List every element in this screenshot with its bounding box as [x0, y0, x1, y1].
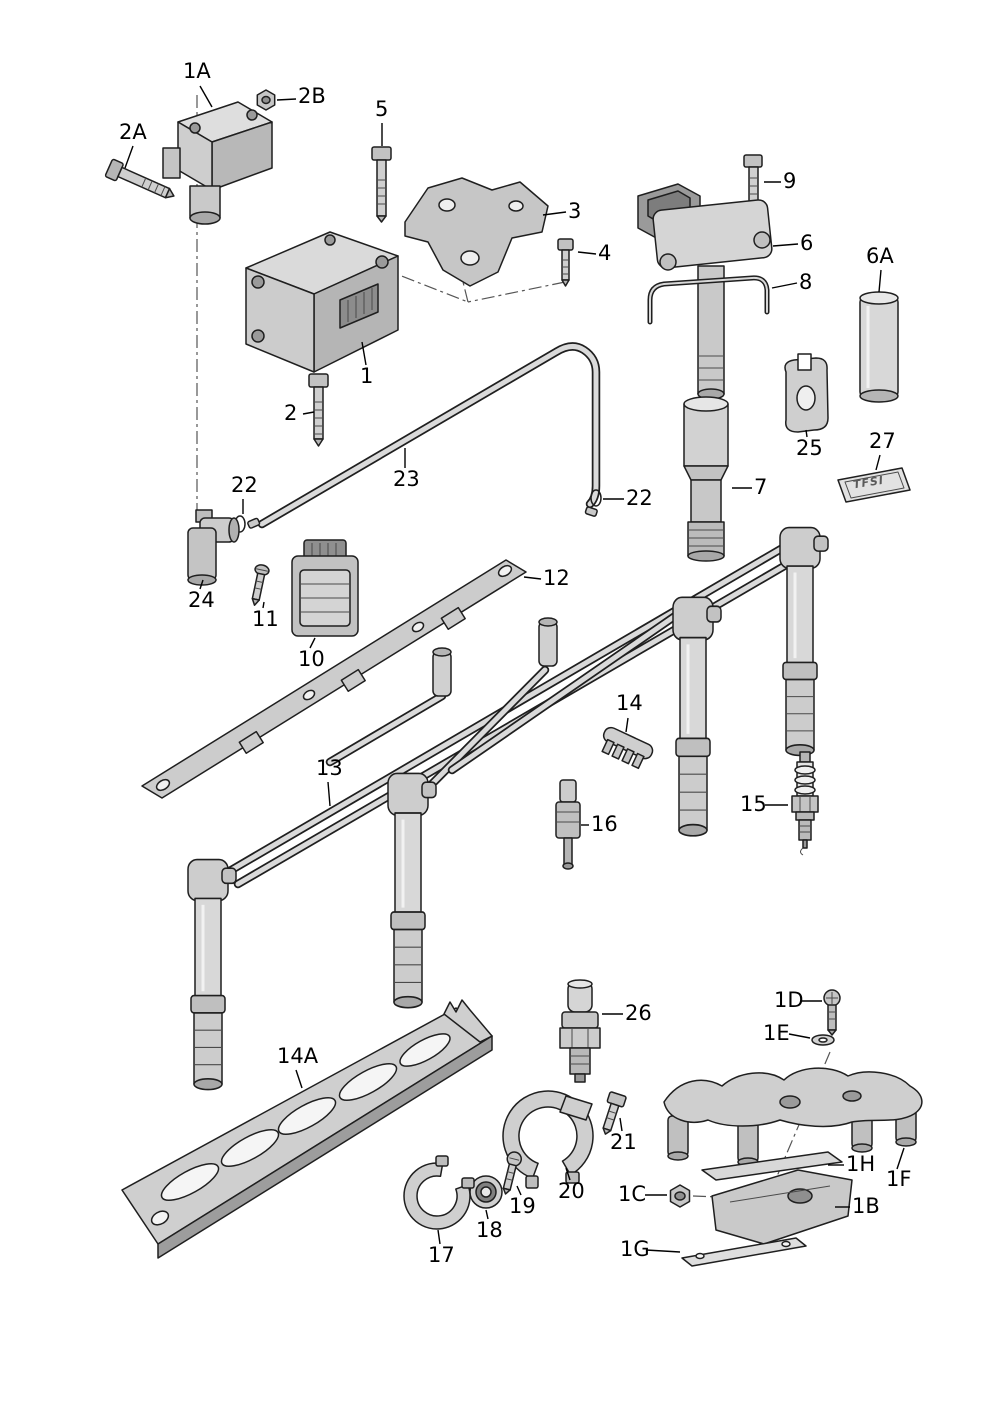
- part-11-screw: [251, 564, 270, 606]
- part-label-22-left[interactable]: 22: [231, 473, 258, 497]
- part-5-bolt: [371, 146, 392, 223]
- part-14-comb-clip: [601, 726, 654, 770]
- spark-plug-boot-1: [186, 857, 238, 1092]
- part-2B-nut: [256, 89, 276, 111]
- part-label-17[interactable]: 17: [428, 1243, 455, 1267]
- part-label-24[interactable]: 24: [188, 588, 215, 612]
- part-label-5[interactable]: 5: [375, 97, 389, 121]
- part-1E-washer: [811, 1034, 835, 1046]
- part-label-10[interactable]: 10: [298, 647, 325, 671]
- part-1F-bracket: [663, 1067, 923, 1167]
- part-4-bolt: [557, 238, 574, 287]
- part-label-19[interactable]: 19: [509, 1194, 536, 1218]
- part-label-1c[interactable]: 1C: [618, 1182, 647, 1206]
- part-1H-plate: [701, 1151, 843, 1181]
- part-1C-nut: [669, 1184, 691, 1208]
- part-label-1a[interactable]: 1A: [183, 59, 211, 83]
- part-1D-screw: [823, 989, 841, 1036]
- part-label-12[interactable]: 12: [543, 566, 570, 590]
- part-label-22-right[interactable]: 22: [626, 486, 653, 510]
- part-7-plug-connector: [683, 396, 729, 562]
- part-2-bolt: [308, 373, 329, 447]
- part-23-tube: [257, 342, 601, 529]
- part-8-retaining-clip: [647, 275, 770, 325]
- part-14A-heat-shield: [121, 999, 493, 1259]
- part-label-1e[interactable]: 1E: [763, 1021, 790, 1045]
- part-label-6a[interactable]: 6A: [866, 244, 894, 268]
- part-16-connector: [555, 779, 581, 870]
- part-label-2b[interactable]: 2B: [298, 84, 326, 108]
- part-19-screw: [502, 1151, 522, 1195]
- part-label-9[interactable]: 9: [783, 169, 797, 193]
- part-label-14a[interactable]: 14A: [277, 1044, 319, 1068]
- part-label-25[interactable]: 25: [796, 436, 823, 460]
- part-26-sensor: [559, 979, 601, 1083]
- part-label-6[interactable]: 6: [800, 231, 814, 255]
- part-27-emblem-plate: [837, 467, 911, 503]
- part-label-4[interactable]: 4: [598, 241, 612, 265]
- part-1A-ignition-coil: [162, 101, 273, 225]
- part-label-18[interactable]: 18: [476, 1218, 503, 1242]
- part-1B-cover: [711, 1169, 853, 1245]
- part-label-27[interactable]: 27: [869, 429, 896, 453]
- part-label-1[interactable]: 1: [360, 364, 374, 388]
- part-label-2[interactable]: 2: [284, 401, 298, 425]
- part-label-1h[interactable]: 1H: [846, 1152, 876, 1176]
- part-12-bracket-rail: [141, 559, 527, 799]
- part-20-clamp: [502, 1090, 594, 1189]
- spark-plug-boot-4: [778, 525, 830, 758]
- part-label-1d[interactable]: 1D: [774, 988, 804, 1012]
- part-18-grommet: [469, 1175, 503, 1209]
- part-label-3[interactable]: 3: [568, 199, 582, 223]
- part-label-1g[interactable]: 1G: [620, 1237, 650, 1261]
- part-6A-sleeve: [859, 291, 899, 403]
- part-label-11[interactable]: 11: [252, 607, 279, 631]
- part-22-clip-right: [584, 489, 602, 517]
- part-10-module: [291, 539, 359, 637]
- part-6-ignition-coil: [637, 183, 773, 400]
- part-17-clamp: [403, 1155, 475, 1230]
- part-3-bracket: [404, 177, 549, 287]
- part-1-coil-pack: [245, 231, 399, 373]
- part-label-16[interactable]: 16: [591, 812, 618, 836]
- part-label-1b[interactable]: 1B: [852, 1194, 880, 1218]
- part-label-15[interactable]: 15: [740, 792, 767, 816]
- part-1G-gasket: [681, 1237, 807, 1267]
- part-label-8[interactable]: 8: [799, 270, 813, 294]
- part-label-1f[interactable]: 1F: [886, 1167, 912, 1191]
- part-25-clamp: [784, 353, 829, 433]
- part-label-14[interactable]: 14: [616, 691, 643, 715]
- part-24-elbow-connector: [187, 509, 240, 586]
- part-15-spark-plug: [791, 751, 819, 856]
- part-label-21[interactable]: 21: [610, 1130, 637, 1154]
- part-label-20[interactable]: 20: [558, 1179, 585, 1203]
- part-label-7[interactable]: 7: [754, 475, 768, 499]
- part-label-2a[interactable]: 2A: [119, 120, 147, 144]
- spark-plug-boot-2: [386, 771, 438, 1010]
- part-label-13[interactable]: 13: [316, 756, 343, 780]
- spark-plug-boot-3: [671, 595, 723, 838]
- part-label-23[interactable]: 23: [393, 467, 420, 491]
- part-2A-bolt: [104, 158, 175, 199]
- part-21-bolt: [602, 1091, 627, 1135]
- part-label-26[interactable]: 26: [625, 1001, 652, 1025]
- leader-lines: [124, 85, 905, 1253]
